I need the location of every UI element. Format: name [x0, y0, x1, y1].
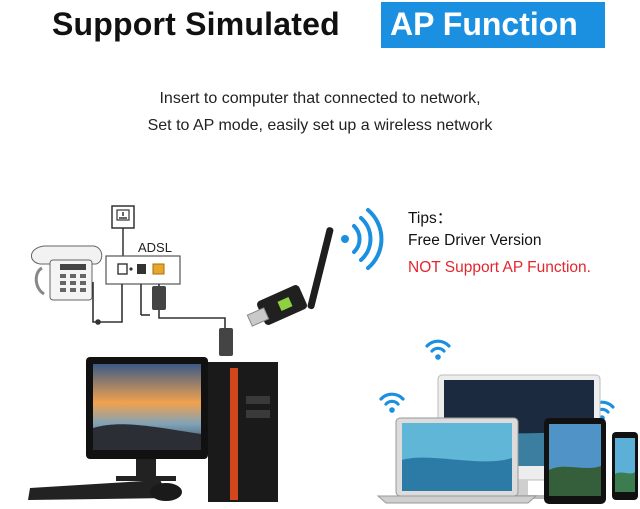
desktop-pc-icon — [28, 357, 278, 502]
tips-line-1: Free Driver Version — [408, 232, 542, 249]
headline-text: Support Simulated — [52, 6, 340, 42]
headline-highlight-box — [381, 2, 605, 48]
headline-highlight-text: AP Function — [390, 6, 578, 42]
wifi-signal-icon — [341, 208, 384, 270]
smartphone-icon — [612, 432, 638, 500]
ethernet-plug-icon — [152, 286, 166, 310]
adsl-modem-icon — [105, 255, 181, 285]
laptop-icon — [376, 417, 538, 504]
usb-wifi-adapter-icon — [246, 227, 334, 327]
tips-label: Tips： — [408, 210, 453, 227]
description-line-2: Set to AP mode, easily set up a wireless… — [147, 117, 493, 134]
tablet-icon — [544, 418, 606, 504]
description-line-1: Insert to computer that connected to net… — [159, 90, 481, 107]
tips-warning: NOT Support AP Function. — [408, 259, 591, 276]
adsl-label: ADSL — [138, 240, 172, 255]
ethernet-plug-icon — [219, 328, 233, 356]
power-outlet-icon — [111, 205, 135, 258]
telephone-icon — [31, 245, 103, 301]
